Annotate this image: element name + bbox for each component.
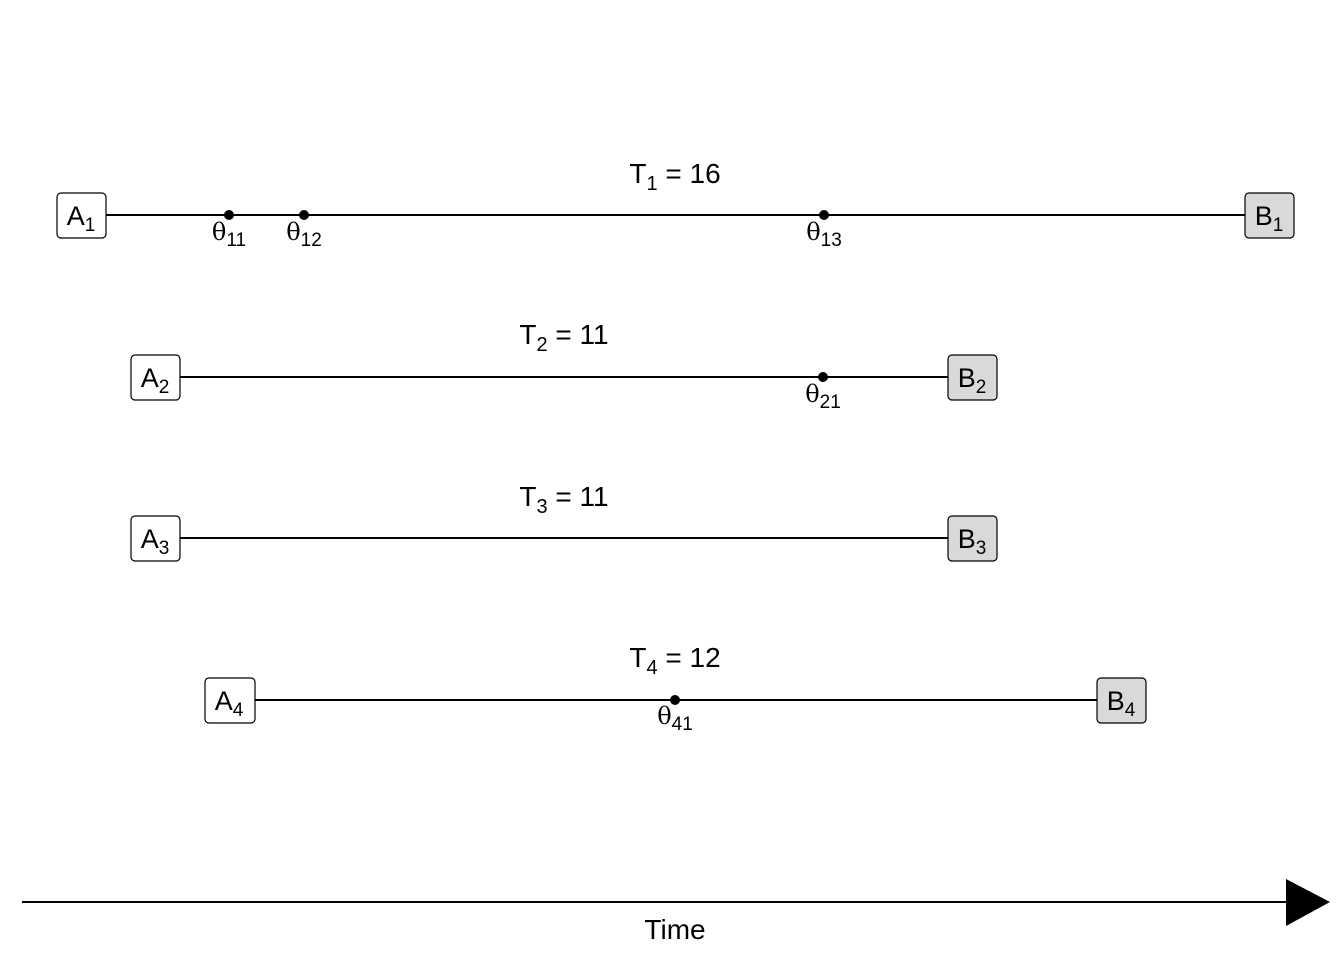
timeline-2-event-1: θ21	[805, 372, 841, 413]
svg-text:A2: A2	[141, 363, 170, 398]
timeline-4-event-1: θ41	[657, 695, 693, 735]
time-axis: Time	[22, 879, 1330, 945]
timeline-1-event-3: θ13	[806, 210, 842, 251]
timeline-2-end-node: B2	[947, 354, 998, 401]
timeline-1-event-2: θ12	[286, 210, 322, 251]
timeline-4: T4 = 12 A4 B4 θ41	[204, 642, 1147, 735]
svg-text:A4: A4	[215, 686, 244, 721]
timeline-3: T3 = 11 A3 B3	[130, 481, 998, 562]
timeline-1-end-node: B1	[1244, 192, 1295, 239]
svg-text:B1: B1	[1255, 201, 1284, 236]
svg-text:A3: A3	[141, 524, 170, 559]
timeline-1-start-node: A1	[56, 192, 107, 239]
timeline-3-duration: T3 = 11	[519, 481, 608, 518]
timeline-4-duration: T4 = 12	[629, 642, 720, 679]
svg-text:θ12: θ12	[286, 218, 322, 251]
time-axis-arrowhead	[1286, 879, 1330, 926]
svg-text:θ11: θ11	[212, 218, 246, 251]
time-axis-label: Time	[644, 914, 705, 945]
timeline-1: T1 = 16 A1 B1 θ11 θ12 θ13	[56, 158, 1295, 251]
svg-text:B2: B2	[958, 363, 987, 398]
timeline-2: T2 = 11 A2 B2 θ21	[130, 319, 998, 413]
timeline-2-start-node: A2	[130, 354, 181, 401]
svg-text:θ13: θ13	[806, 218, 842, 251]
timeline-3-start-node: A3	[130, 515, 181, 562]
timeline-2-duration: T2 = 11	[519, 319, 608, 356]
svg-text:A1: A1	[67, 201, 96, 236]
timeline-3-end-node: B3	[947, 515, 998, 562]
timeline-4-end-node: B4	[1096, 677, 1147, 724]
timeline-1-duration: T1 = 16	[629, 158, 720, 195]
timeline-1-event-1: θ11	[212, 210, 246, 251]
svg-text:θ41: θ41	[657, 702, 693, 735]
svg-text:B3: B3	[958, 524, 987, 559]
timeline-4-start-node: A4	[204, 677, 256, 724]
svg-text:θ21: θ21	[805, 380, 841, 413]
svg-text:B4: B4	[1107, 686, 1136, 721]
